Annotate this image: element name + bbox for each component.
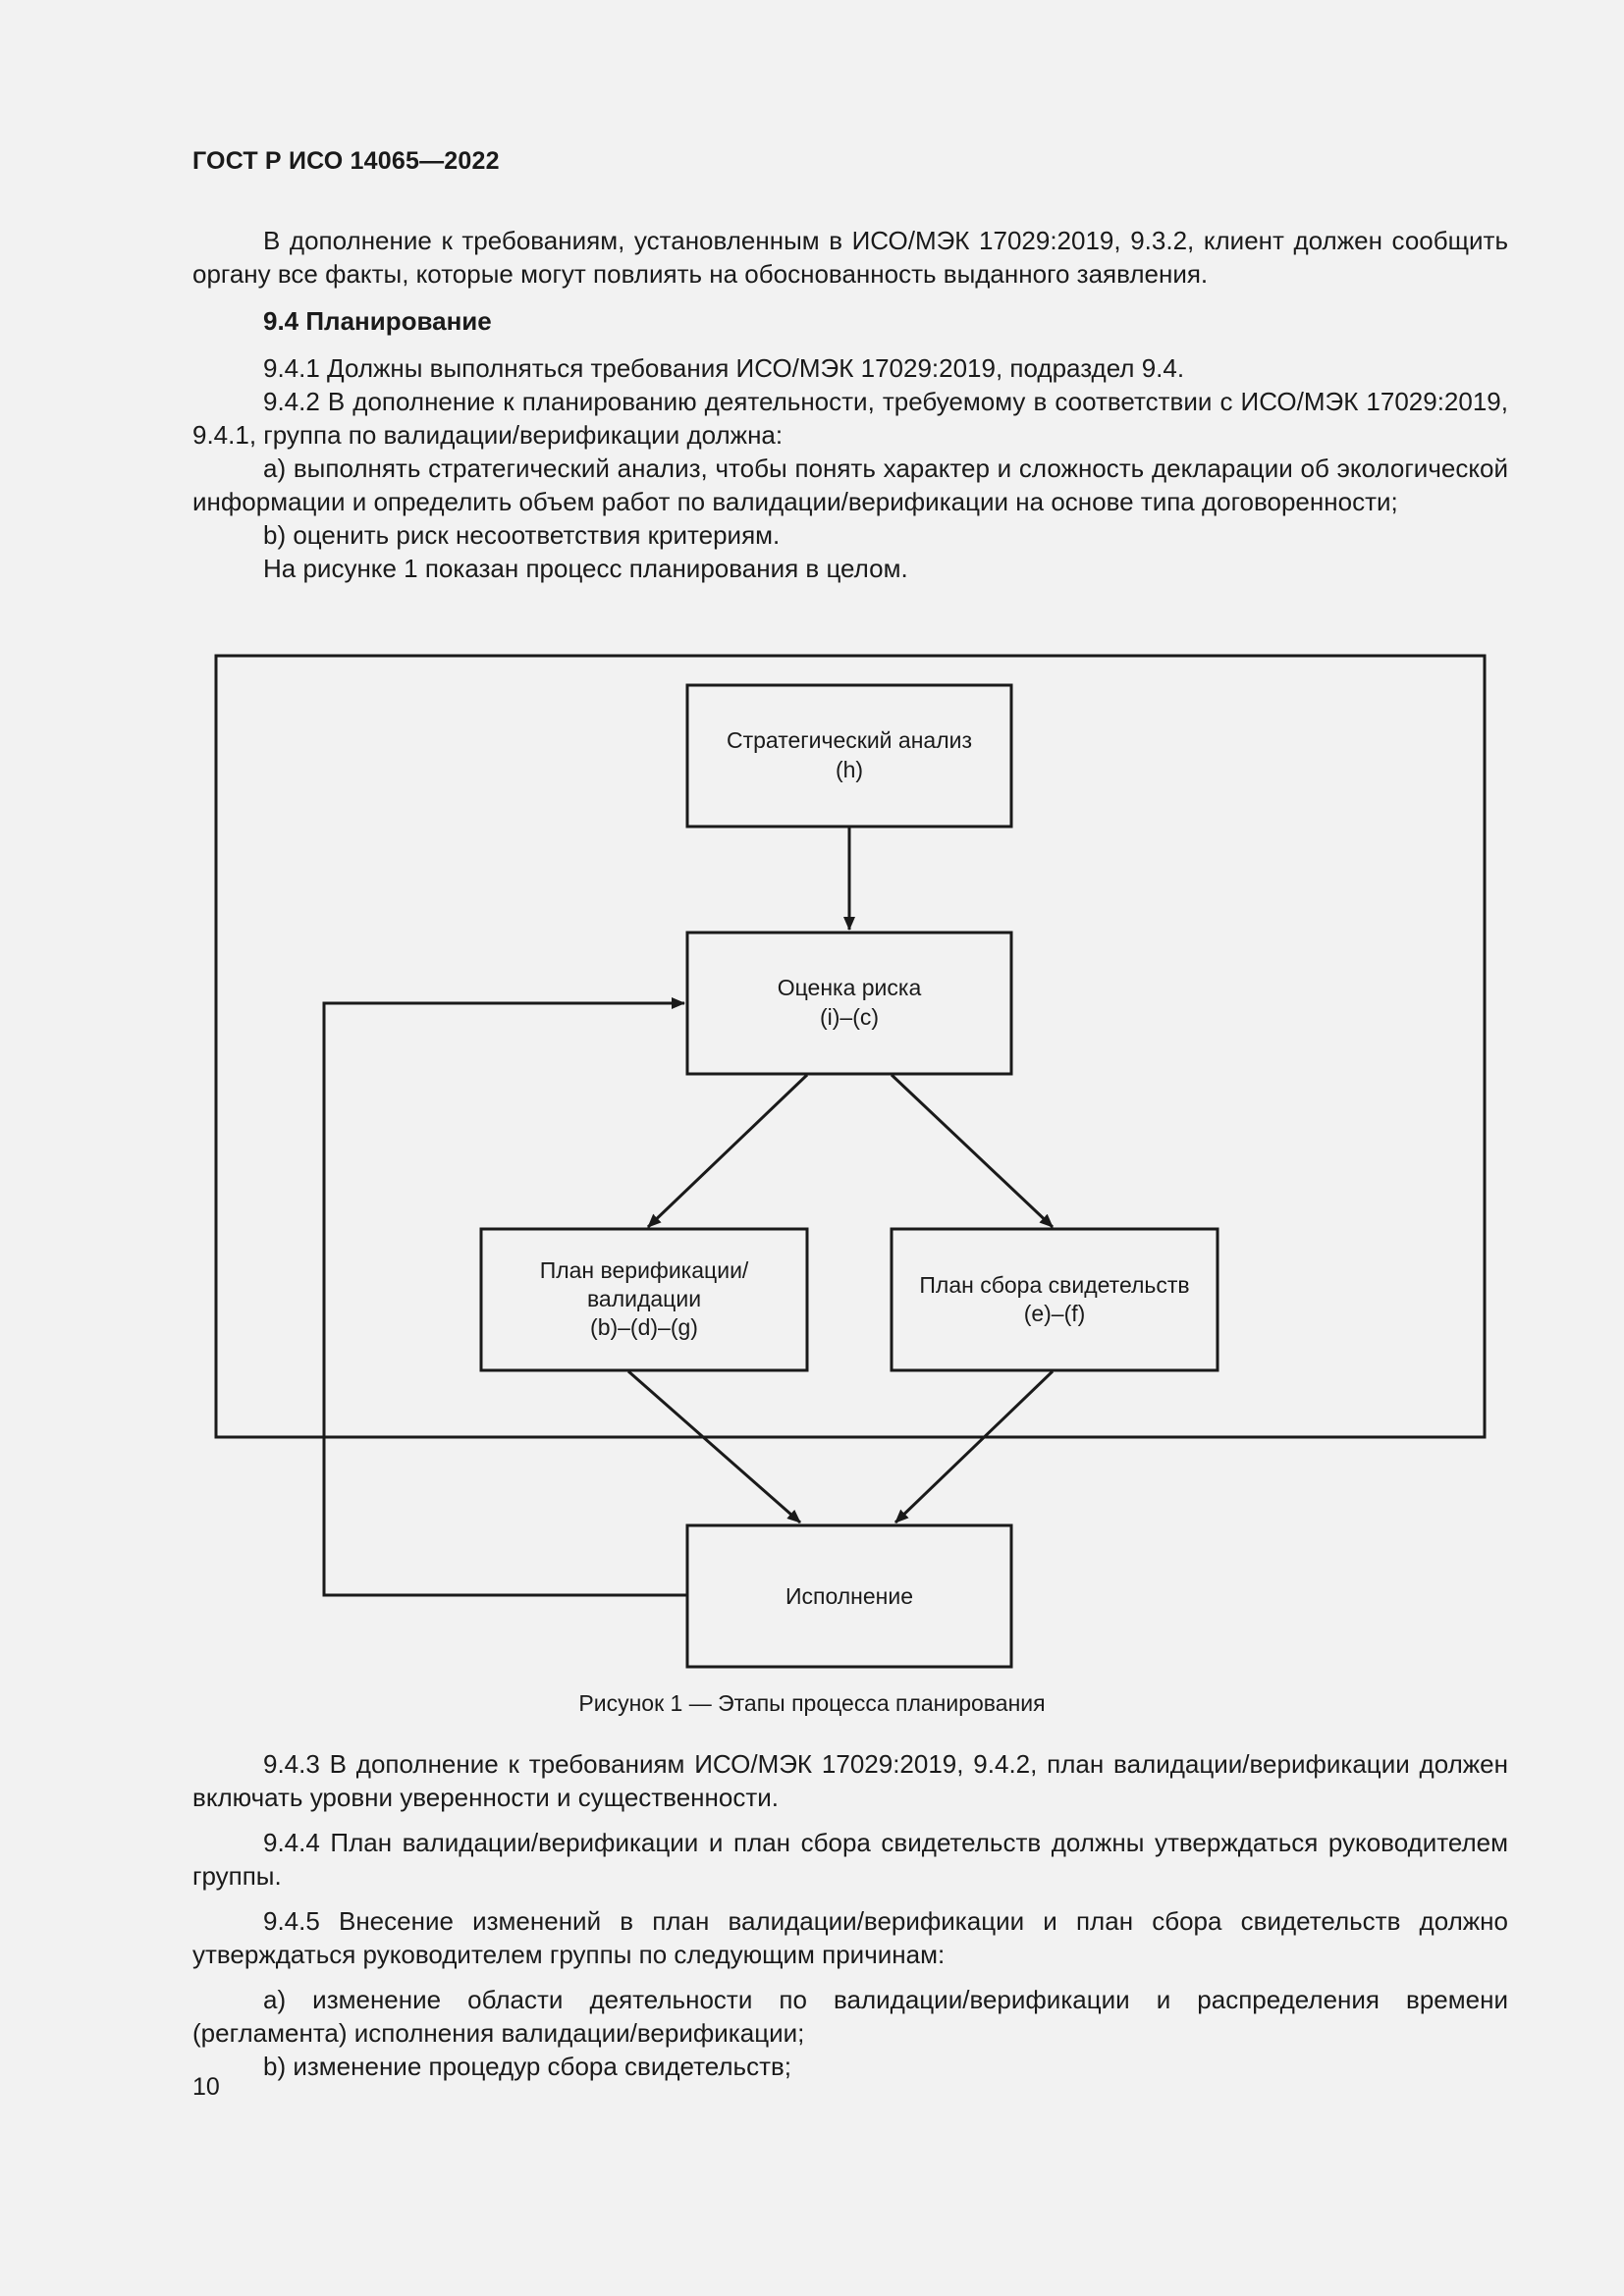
bottom-text-block: 9.4.3 В дополнение к требованиям ИСО/МЭК… [192,1747,1508,2083]
node-label: (e)–(f) [1024,1301,1086,1326]
node-evidence-plan: План сбора свидетельств (e)–(f) [890,1227,1219,1372]
node-strategic-analysis: Стратегический анализ (h) [685,683,1013,828]
paragraph: 9.4.4 План валидации/верификации и план … [192,1828,1508,1891]
list-item: b) изменение процедур сбора свидетельств… [263,2052,792,2081]
node-label: План сбора свидетельств [919,1272,1189,1298]
paragraph: 9.4.3 В дополнение к требованиям ИСО/МЭК… [192,1749,1508,1812]
node-execution: Исполнение [685,1523,1013,1669]
paragraph: 9.4.5 Внесение изменений в план валидаци… [192,1906,1508,1969]
node-label: План верификации/ [540,1257,749,1283]
arrow-risk-to-evidence-plan [890,1073,1055,1229]
list-item: а) изменение области деятельности по вал… [192,1985,1508,2048]
node-label: Оценка риска [778,975,922,1000]
figure-caption: Рисунок 1 — Этапы процесса планирования [578,1690,1046,1716]
top-text-block: В дополнение к требованиям, установленны… [192,224,1508,585]
node-label: (b)–(d)–(g) [590,1314,698,1340]
node-label: Стратегический анализ [727,727,972,753]
node-label: (i)–(c) [820,1004,879,1030]
paragraph: 9.4.2 В дополнение к планированию деятел… [192,387,1508,450]
outer-frame [214,654,1487,1439]
arrow-execution-feedback-to-risk [322,997,687,1597]
node-label: Исполнение [785,1583,913,1609]
list-item: b) оценить риск несоответствия критериям… [263,520,781,550]
node-label: валидации [587,1286,701,1311]
paragraph: В дополнение к требованиям, установленны… [192,226,1508,289]
document-header: ГОСТ Р ИСО 14065—2022 [192,147,500,175]
arrow-verification-plan-to-execution [627,1369,801,1524]
page-number: 10 [192,2073,220,2101]
list-item: а) выполнять стратегический анализ, чтоб… [192,454,1508,516]
paragraph: 9.4.1 Должны выполняться требования ИСО/… [263,353,1185,383]
arrow-risk-to-verification-plan [646,1073,809,1229]
paragraph: На рисунке 1 показан процесс планировани… [263,554,908,583]
node-verification-plan: План верификации/ валидации (b)–(d)–(g) [479,1227,809,1372]
node-label: (h) [836,757,863,782]
arrow-evidence-plan-to-execution [893,1369,1055,1524]
node-risk-assessment: Оценка риска (i)–(c) [685,931,1013,1076]
section-title: 9.4 Планирование [263,306,492,336]
planning-process-diagram: Стратегический анализ (h) Оценка риска (… [214,654,1487,1669]
